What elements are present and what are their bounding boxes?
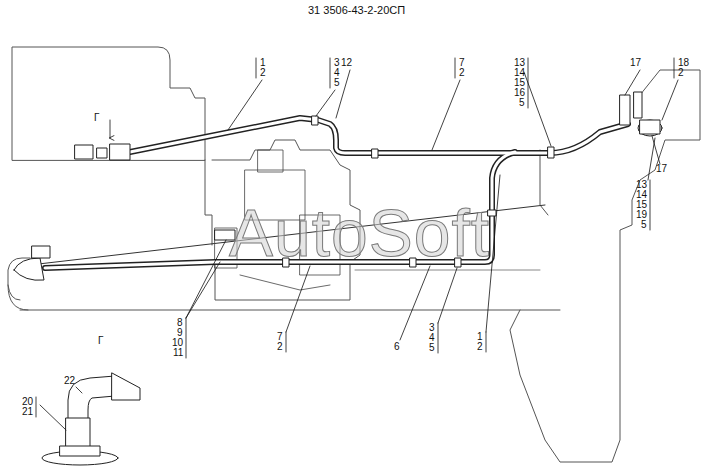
callout-number: 4 bbox=[429, 333, 435, 343]
valve bbox=[634, 92, 642, 118]
leader-line bbox=[432, 80, 460, 150]
leader-line bbox=[648, 138, 655, 180]
elbow-clamp bbox=[66, 418, 90, 448]
callout-number: 10 bbox=[172, 338, 183, 348]
elbow-end bbox=[112, 373, 140, 400]
frame-bottom bbox=[20, 310, 560, 311]
callout-number: Г bbox=[98, 336, 103, 346]
leader-line bbox=[662, 80, 678, 120]
fitting bbox=[110, 144, 130, 160]
clamp bbox=[372, 149, 378, 158]
callout-number: 17 bbox=[630, 58, 641, 68]
callout-bracket bbox=[650, 180, 651, 230]
callout-number: 2 bbox=[477, 342, 483, 352]
callout-number: 2 bbox=[260, 68, 266, 78]
callout-number: 1 bbox=[260, 58, 266, 68]
callout-number: 21 bbox=[22, 407, 33, 417]
callout-number: 20 bbox=[22, 397, 33, 407]
callout-number: 2 bbox=[459, 68, 465, 78]
callout-number: 3 bbox=[334, 58, 340, 68]
callout-bracket bbox=[330, 58, 331, 88]
leader-line bbox=[316, 90, 335, 116]
leader-line bbox=[625, 70, 640, 95]
fitting bbox=[97, 148, 107, 158]
intake-cap bbox=[32, 246, 50, 258]
callout-number: 18 bbox=[678, 58, 689, 68]
watermark: AutoSoft bbox=[229, 200, 490, 266]
valve-body bbox=[638, 120, 662, 136]
callout-number: 15 bbox=[514, 78, 525, 88]
callout-bracket bbox=[486, 332, 487, 352]
frame-line bbox=[355, 270, 540, 271]
callout-number: 9 bbox=[177, 328, 183, 338]
leader-line bbox=[228, 80, 262, 130]
base-neck bbox=[60, 446, 100, 456]
callout-number: 14 bbox=[514, 68, 525, 78]
leader-line bbox=[186, 240, 226, 318]
intake bbox=[14, 258, 44, 280]
callout-number: 19 bbox=[636, 210, 647, 220]
callout-number: 5 bbox=[519, 98, 525, 108]
callout-bracket bbox=[438, 323, 439, 353]
fitting bbox=[75, 145, 93, 159]
callout-number: 5 bbox=[334, 78, 340, 88]
view-arrow bbox=[110, 120, 111, 138]
callout-bracket bbox=[286, 332, 287, 352]
callout-bracket bbox=[186, 318, 187, 358]
callout-number: 4 bbox=[334, 68, 340, 78]
frame-outline bbox=[205, 160, 212, 245]
callout-number: 2 bbox=[678, 68, 684, 78]
callout-number: 5 bbox=[429, 343, 435, 353]
callout-bracket bbox=[256, 58, 257, 78]
callout-number: 7 bbox=[277, 332, 283, 342]
drawing-number: 31 3506-43-2-20СП bbox=[308, 4, 405, 16]
callout-number: 11 bbox=[173, 348, 183, 358]
callout-number: 12 bbox=[341, 58, 352, 68]
engine-part bbox=[258, 150, 283, 172]
callout-bracket bbox=[36, 397, 37, 417]
valve bbox=[620, 95, 630, 125]
callout-number: 22 bbox=[64, 376, 75, 386]
hose-inner bbox=[45, 152, 515, 268]
frame-corner bbox=[8, 285, 28, 310]
valve-body bbox=[640, 120, 660, 134]
callout-bracket bbox=[528, 58, 529, 108]
callout-number: 3 bbox=[429, 323, 435, 333]
callout-number: 5 bbox=[641, 220, 647, 230]
callout-bracket bbox=[455, 58, 456, 78]
callout-number: 16 bbox=[514, 88, 525, 98]
leader-line bbox=[186, 262, 220, 318]
callout-number: 8 bbox=[177, 318, 183, 328]
callout-number: 13 bbox=[514, 58, 525, 68]
leader-line bbox=[286, 266, 310, 332]
leader-line bbox=[76, 387, 82, 393]
callout-number: 17 bbox=[656, 164, 667, 174]
clamp bbox=[312, 116, 318, 125]
callout-number: 14 bbox=[636, 190, 647, 200]
callout-number: 6 bbox=[394, 342, 400, 352]
callout-number: 7 bbox=[459, 58, 465, 68]
leader-line bbox=[438, 268, 457, 323]
callout-number: 1 bbox=[477, 332, 483, 342]
leader-line bbox=[400, 266, 430, 340]
engine-part bbox=[240, 275, 330, 290]
leader-line bbox=[40, 405, 66, 430]
hose bbox=[45, 152, 515, 268]
callout-number: 13 bbox=[636, 180, 647, 190]
callout-number: Г bbox=[94, 113, 99, 123]
callout-number: 15 bbox=[636, 200, 647, 210]
callout-bracket bbox=[674, 58, 675, 78]
clamp bbox=[548, 147, 554, 158]
callout-number: 2 bbox=[277, 342, 283, 352]
